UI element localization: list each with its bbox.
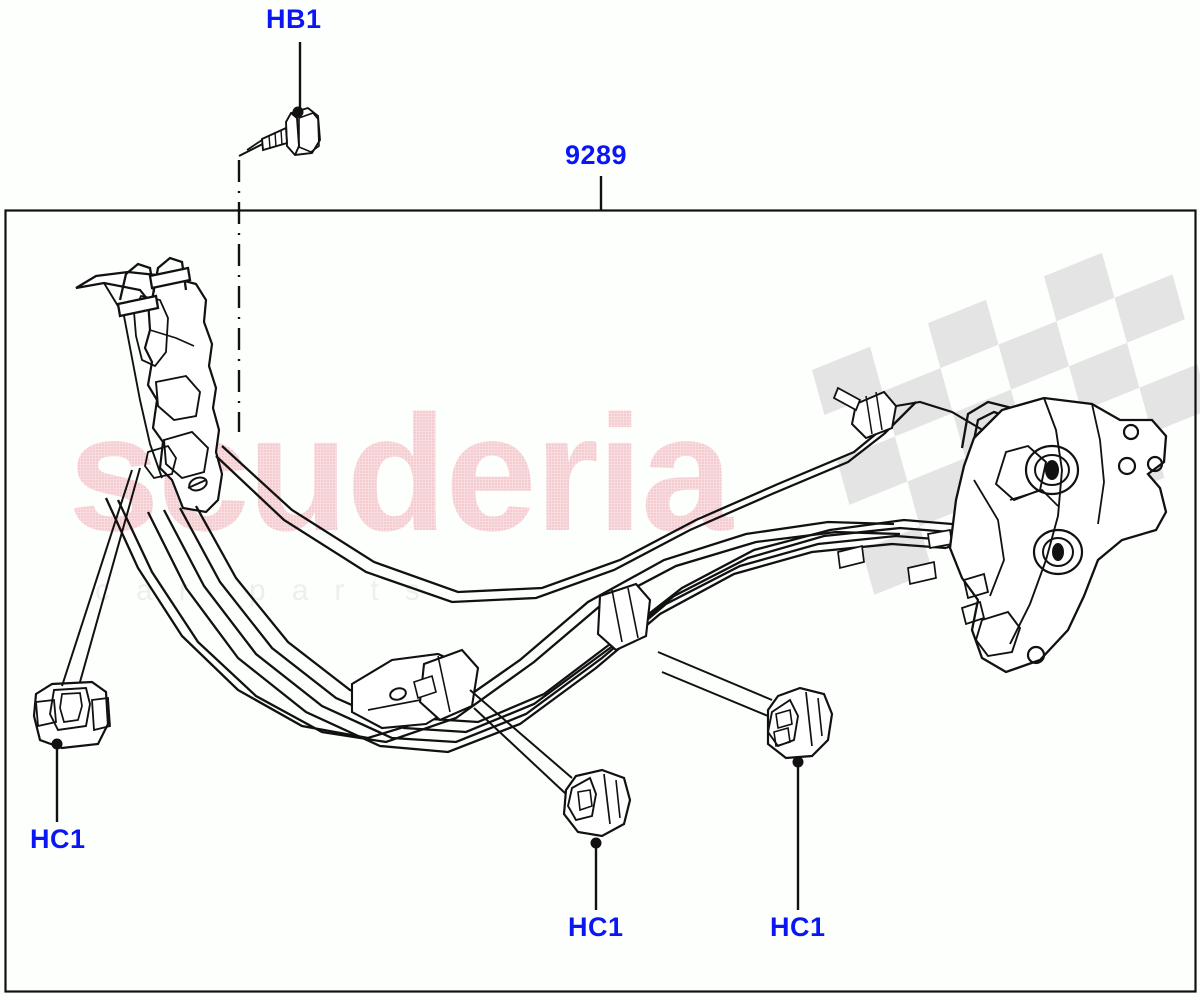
fuel-line-4 <box>194 505 953 724</box>
svg-text:car parts: car parts <box>95 574 446 607</box>
clip-right-attach-dot <box>792 756 804 768</box>
leader-lines <box>55 42 800 910</box>
clip-mid-rib-1 <box>603 773 611 825</box>
clip-left-tab <box>91 696 111 732</box>
bolt-thread-1 <box>280 129 283 146</box>
bracket-body <box>75 270 224 514</box>
mid-clamp <box>418 648 480 722</box>
inline-retainer-3 <box>927 529 953 549</box>
clip-mid-leader-lines <box>469 689 573 795</box>
clip-left-leader-lines <box>61 467 141 687</box>
inline-retainer-2 <box>907 560 937 586</box>
bracket-hole-slot <box>187 479 207 489</box>
fuel-line-2 <box>162 509 949 744</box>
rear-bracket-grommet-upper <box>1024 444 1080 496</box>
clip-part-right <box>657 651 834 768</box>
mid-collar-rib-1 <box>611 589 623 643</box>
fitting-nut <box>850 390 898 440</box>
mid-collar <box>596 582 652 652</box>
riser-clamp-a <box>116 294 160 318</box>
clip-right-body <box>766 686 834 760</box>
mid-clamp-rib <box>437 655 451 713</box>
rear-bracket-hole-2 <box>1117 456 1137 476</box>
callout-label-hc1-left[interactable]: HC1 <box>30 824 86 854</box>
clip-mid-body <box>562 768 632 838</box>
callout-label-9289[interactable]: 9289 <box>565 140 628 170</box>
callout-label-hb1[interactable]: HB1 <box>266 4 322 34</box>
inline-retainer-1 <box>837 544 865 570</box>
rear-bracket-rib <box>1009 489 1059 507</box>
mid-collar-rib-2 <box>627 587 639 639</box>
clip-left-side-lobe <box>35 699 57 728</box>
fitting-stub <box>832 386 862 412</box>
bolt-thread-2 <box>274 131 277 148</box>
rear-bracket-grommet-lower <box>1032 528 1084 576</box>
clip-left-inner <box>59 692 83 723</box>
rear-bracket-hole-3 <box>1146 455 1164 473</box>
callout-label-hc1-mid[interactable]: HC1 <box>568 912 624 942</box>
rear-bracket-fold-2 <box>1091 403 1105 525</box>
bolt-tip <box>246 139 263 151</box>
junction-hole <box>389 687 407 701</box>
rear-bracket-fold-1 <box>1009 397 1063 645</box>
rear-bracket-lug-1 <box>962 572 990 600</box>
fitting-rib-1 <box>865 395 873 435</box>
fuel-line-1 <box>146 511 947 754</box>
upper-hose-edge <box>221 423 889 594</box>
clip-part-left <box>32 467 141 750</box>
rear-bracket-hole-4 <box>1026 645 1046 665</box>
clip-mid-rib-2 <box>615 779 621 819</box>
bolt-shank <box>260 126 288 152</box>
callout-label-hc1-right[interactable]: HC1 <box>770 912 826 942</box>
rear-bracket-lug-2 <box>960 600 986 626</box>
fuel-line-5 <box>116 499 901 744</box>
fitting-hose-tail <box>895 400 987 433</box>
bracket-tab-upper <box>154 374 202 422</box>
bolt-attach-dot <box>292 106 304 118</box>
clip-right-inner-2 <box>773 726 791 748</box>
clip-left-attach-dot <box>51 738 63 750</box>
rear-bracket-hole-1 <box>1122 423 1140 441</box>
clip-left-jaw <box>49 687 91 732</box>
bracket-tab-lower <box>162 430 210 480</box>
bracket-fold-line-2 <box>149 329 195 347</box>
mid-clamp-tab <box>413 674 437 700</box>
flanged-bolt-part <box>246 106 321 157</box>
bracket-boss <box>144 444 177 480</box>
clip-right-leader-lines <box>657 651 773 717</box>
rear-bracket-web <box>973 479 1005 597</box>
clip-right-jaw <box>766 698 799 748</box>
fuel-line-3 <box>178 507 951 734</box>
clip-mid-attach-dot <box>590 837 602 849</box>
clip-mid-jaw <box>566 776 597 822</box>
riser-clamp-b <box>148 266 192 290</box>
upper-hose <box>215 433 885 604</box>
clip-part-middle <box>469 689 632 849</box>
clip-right-rib-1 <box>805 691 813 747</box>
clip-mid-inner <box>577 789 593 812</box>
bolt-washer <box>298 112 320 153</box>
clip-right-rib-2 <box>817 697 823 737</box>
rear-bracket-foot <box>974 610 1022 658</box>
fitting-rib-2 <box>875 391 883 431</box>
bracket-inner-slot <box>133 294 169 368</box>
clip-left-body <box>32 680 110 750</box>
rear-mounting-bracket <box>948 396 1168 674</box>
bolt-thread-3 <box>268 134 271 150</box>
clip-right-inner-1 <box>775 708 793 730</box>
